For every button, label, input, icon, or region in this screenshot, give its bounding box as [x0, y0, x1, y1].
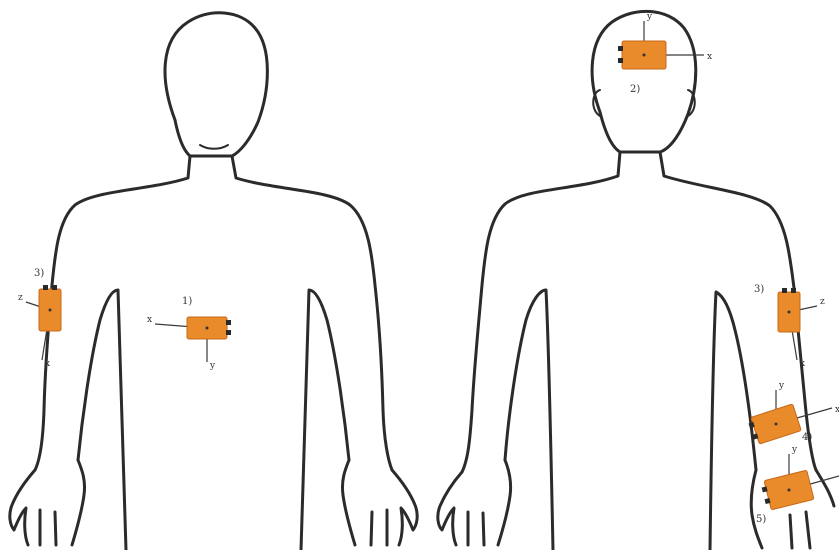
- sensor-body: [778, 288, 800, 332]
- front-head-outline: [165, 13, 267, 156]
- sensor-back-1: y x 2): [618, 12, 712, 95]
- sensor-axis-a-label: x: [147, 315, 152, 325]
- sensor-pin: [226, 330, 231, 335]
- sensor-axis-b-label: x: [800, 359, 805, 369]
- sensor-body: [747, 404, 801, 445]
- front-right-inner-arm: [301, 290, 349, 550]
- front-right-hand: [342, 460, 417, 545]
- sensor-number-label: 4): [802, 432, 812, 443]
- sensor-back-2: z x 3): [754, 284, 825, 369]
- sensor-axis-b-label: x: [707, 52, 712, 62]
- sensor-back-3: y x 4): [747, 381, 839, 445]
- sensor-axis-a-label: y: [791, 445, 798, 455]
- sensor-origin-dot: [206, 327, 209, 330]
- sensor-front-1: z x 3): [18, 268, 61, 369]
- sensor-axis-b-label: x: [835, 405, 839, 415]
- sensor-pin: [782, 288, 787, 293]
- sensor-layer: z x 3) x y 1) y x 2) z x 3) y x 4) yx5): [18, 12, 839, 525]
- sensor-pin: [52, 285, 57, 290]
- front-body-figure: [10, 13, 417, 550]
- sensor-pin: [43, 285, 48, 290]
- sensor-pin: [618, 46, 623, 51]
- sensor-origin-dot: [643, 54, 646, 57]
- back-right-inner-arm: [710, 292, 756, 550]
- front-left-inner-arm: [78, 290, 126, 550]
- sensor-origin-dot: [788, 489, 791, 492]
- sensor-axis-b-label: x: [45, 359, 50, 369]
- sensor-back-4: yx5): [756, 445, 839, 525]
- back-left-hand: [438, 460, 511, 545]
- front-mouth-line: [200, 145, 228, 149]
- sensor-body: [39, 285, 61, 331]
- sensor-pin: [791, 288, 796, 293]
- sensor-axis-a-label: y: [778, 381, 785, 391]
- sensor-pin: [618, 58, 623, 63]
- sensor-axis-a-label: y: [646, 12, 653, 22]
- sensor-number-label: 2): [630, 84, 640, 95]
- sensor-pin: [226, 320, 231, 325]
- sensor-origin-dot: [49, 309, 52, 312]
- sensor-body: [187, 317, 231, 339]
- front-left-hand: [10, 460, 85, 545]
- sensor-front-2: x y 1): [147, 296, 231, 371]
- sensor-axis-a-label: z: [820, 297, 825, 307]
- sensor-number-label: 5): [756, 514, 766, 525]
- sensor-origin-dot: [775, 423, 778, 426]
- sensor-body: [618, 41, 666, 69]
- sensor-number-label: 3): [754, 284, 764, 295]
- sensor-body: [760, 470, 814, 511]
- sensor-axis-b-label: y: [209, 361, 216, 371]
- sensor-number-label: 3): [34, 268, 44, 279]
- sensor-origin-dot: [788, 311, 791, 314]
- sensor-axis-a-label: z: [18, 293, 23, 303]
- back-left-inner-arm: [505, 290, 553, 550]
- front-torso-outline: [35, 156, 392, 470]
- sensor-number-label: 1): [182, 296, 192, 307]
